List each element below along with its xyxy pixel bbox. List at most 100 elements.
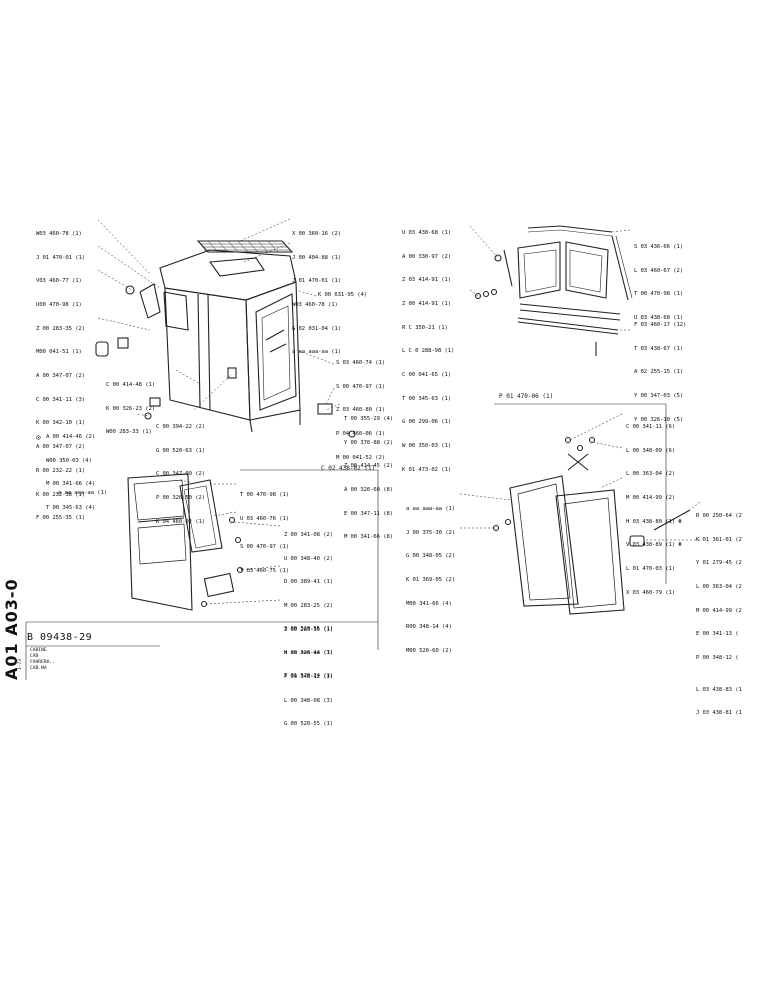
callout: W03 460-78 (1) [292, 301, 338, 308]
callout: M 00 041-52 (2) [336, 454, 386, 461]
callout: V 03 438-89 (1) Φ [626, 542, 682, 549]
callout: L 01 470-03 (1) [626, 566, 676, 573]
left-door-right-callouts: T 00 470-98 (1) U 03 460-76 (1) S 00 470… [240, 476, 289, 592]
callout: A 00 414-46 (2) [46, 433, 96, 440]
callout: W03 460-78 (1) [36, 230, 82, 237]
right-door-top-callouts: C 00 341-11 (6) L 00 348-09 (6) L 00 363… [626, 408, 682, 613]
callout: a aa aaa-aa (1) [406, 505, 456, 512]
callout: T 03 460-75 (1) [240, 567, 290, 574]
callout: S 03 460-74 (1) [336, 359, 386, 366]
callout: L 00 363-04 (2) [626, 471, 676, 478]
callout: C 00 341-11 (3) [36, 396, 86, 403]
rear-window-right-callouts-bottom: F 03 460-17 (12) T 03 438-67 (1) A 02 25… [634, 306, 686, 440]
callout: G 00 299-06 (1) [402, 419, 452, 426]
cab-base-left-callouts: A 00 414-46 (2) W00 350-03 (4) M 00 341-… [46, 418, 95, 529]
callout: S 00 470-97 (1) [336, 383, 386, 390]
right-door-left-callouts: a aa aaa-aa (1) J 00 375-30 (2) G 00 348… [406, 490, 455, 672]
callout: K 00 342-10 (1) [36, 420, 86, 427]
callout: H 00 326-44 (3) [284, 650, 334, 657]
callout: F 03 460-17 (12) [634, 321, 687, 328]
callout: L 03 460-67 (2) [634, 267, 684, 274]
cab-assembly-drawing [95, 240, 356, 438]
callout: P 00 326-50 (2) [156, 494, 206, 501]
callout: C 00 341-11 (6) [626, 423, 676, 430]
callout: M 00 283-25 (2) [284, 602, 334, 609]
cab-base-mid-callouts: C 00 394-22 (2) G 00 520-63 (1) C 00 347… [156, 408, 205, 542]
leader-lines [97, 218, 701, 605]
callout: Z 03 414-91 (1) [402, 277, 452, 284]
callout: R C 350-21 (1) [402, 324, 448, 331]
callout: M 00 341-66 (4) [46, 481, 96, 488]
right-door-drawing [492, 436, 691, 615]
callout: L 03 438-83 (1 [696, 686, 742, 693]
callout: T 00 470-98 (1) [240, 491, 290, 498]
callout: L 00 348-09 (6) [626, 447, 676, 454]
right-door-right-callouts: R 00 250-64 (2 K 01 361-01 (2 Y 01 279-4… [696, 497, 742, 734]
callout: M 00 414-99 (2 [696, 607, 742, 614]
cab-bottom-left-callouts: C 00 414-48 (1) K 00 326-23 (2) W00 283-… [106, 366, 155, 453]
callout: U 03 438-68 (1) [402, 229, 452, 236]
callout: Z 00 414-91 (1) [402, 300, 452, 307]
callout: J 00 375-30 (2) [406, 529, 456, 536]
cab-top-callouts: X 00 360-16 (2) J 00 404-88 (1) J 01 470… [292, 215, 341, 373]
callout: V03 460-77 (1) [36, 278, 82, 285]
callout: G 02 031-04 (1) [292, 325, 342, 332]
callout: a aa aaa-aa (1) [284, 649, 334, 656]
callout: L C 0 288-98 (1) [402, 348, 455, 355]
callout: A 00 347-07 (2) [36, 373, 86, 380]
callout: E 00 341-13 ( [696, 631, 739, 638]
callout: C 00 347-09 (2) [156, 471, 206, 478]
drawing-number: B 09438-29 [27, 632, 93, 643]
callout: Y 00 347-03 (5) [634, 392, 684, 399]
callout: Z 00 341-08 (2) [284, 531, 334, 538]
callout: A 00 330-97 (2) [402, 253, 452, 260]
rear-window-right-callouts-top: S 03 436-66 (1) L 03 460-67 (2) T 00 470… [634, 228, 683, 339]
callout: G 00 348-05 (2) [406, 553, 456, 560]
callout: X 00 360-16 (2) [292, 230, 342, 237]
callout: S 00 470-97 (1) [240, 544, 290, 551]
frame-lines [25, 403, 667, 680]
callout: T 00 345-63 (4) [46, 504, 96, 511]
callout: W00 350-03 (4) [46, 457, 92, 464]
callout: S 00 520-55 (1) [284, 625, 334, 632]
callout: G 00 520-55 (1) [284, 721, 334, 728]
left-door-bottom-callouts: S 00 520-55 (1) a aa aaa-aa (1) T 01 520… [284, 610, 333, 697]
cab-left-callouts: W03 460-78 (1) J 01 470-01 (1) V03 460-7… [36, 215, 85, 539]
callout: K 04 460-02 (1) [156, 518, 206, 525]
callout: A 02 255-15 (1) [634, 369, 684, 376]
callout: T 03 438-67 (1) [634, 345, 684, 352]
callout: G 00 520-63 (1) [156, 447, 206, 454]
left-door-unlabeled-callout: a aa aaa-aa (1) [58, 490, 108, 496]
callout: U 03 438-68 (1) [634, 314, 684, 321]
callout: Z 00 283-35 (2) [36, 325, 86, 332]
callout: Y 01 279-45 (2 [696, 560, 742, 567]
cab-bottom-right-callouts: S 03 460-74 (1) S 00 470-97 (1) Z 03 460… [336, 344, 385, 478]
callout: K 01 361-01 (2 [696, 536, 742, 543]
callout: W 00 350-03 (1) [402, 443, 452, 450]
callout: F 00 255-35 (1) [36, 515, 86, 522]
callout: M00 041-51 (1) [36, 349, 82, 356]
callout: M 00 341-66 (8) [344, 534, 394, 541]
callout: Z 00 283-35 (1) [284, 626, 334, 633]
callout: K 01 473-02 (1) [402, 466, 452, 473]
callout: K 00 326-23 (2) [106, 405, 156, 412]
callout: P 00 348-12 ( [696, 655, 739, 662]
callout: W00 283-33 (1) [106, 429, 152, 436]
callout: J 01 470-01 (1) [292, 278, 342, 285]
callout: R 00 232-22 (1) [36, 467, 86, 474]
callout: H 03 438-80 (1) Φ [626, 518, 682, 525]
callout: U 00 348-40 (2) [284, 555, 334, 562]
title-line: CAB [30, 654, 39, 659]
title-line: FAHRERH.. [30, 660, 55, 665]
callout: J 03 438-81 (1 [696, 710, 742, 717]
callout: M 00 414-99 (2) [626, 494, 676, 501]
callout: E 00 347-11 (8) [344, 510, 394, 517]
callout: J 01 470-01 (1) [36, 254, 86, 261]
door-reference: C 02 438-02 (1) [321, 465, 376, 472]
callout: J 00 404-88 (1) [292, 254, 342, 261]
callout: Z 00 414-45 (2) [344, 463, 394, 470]
callout: P 04 460-06 (1) [336, 430, 386, 437]
callout: a aa aaa-aa (1) [292, 349, 342, 356]
left-door-lower-callouts: Z 00 341-08 (2) U 00 348-40 (2) D 00 389… [284, 516, 333, 745]
callout: Y 00 326-10 (5) [634, 416, 684, 423]
